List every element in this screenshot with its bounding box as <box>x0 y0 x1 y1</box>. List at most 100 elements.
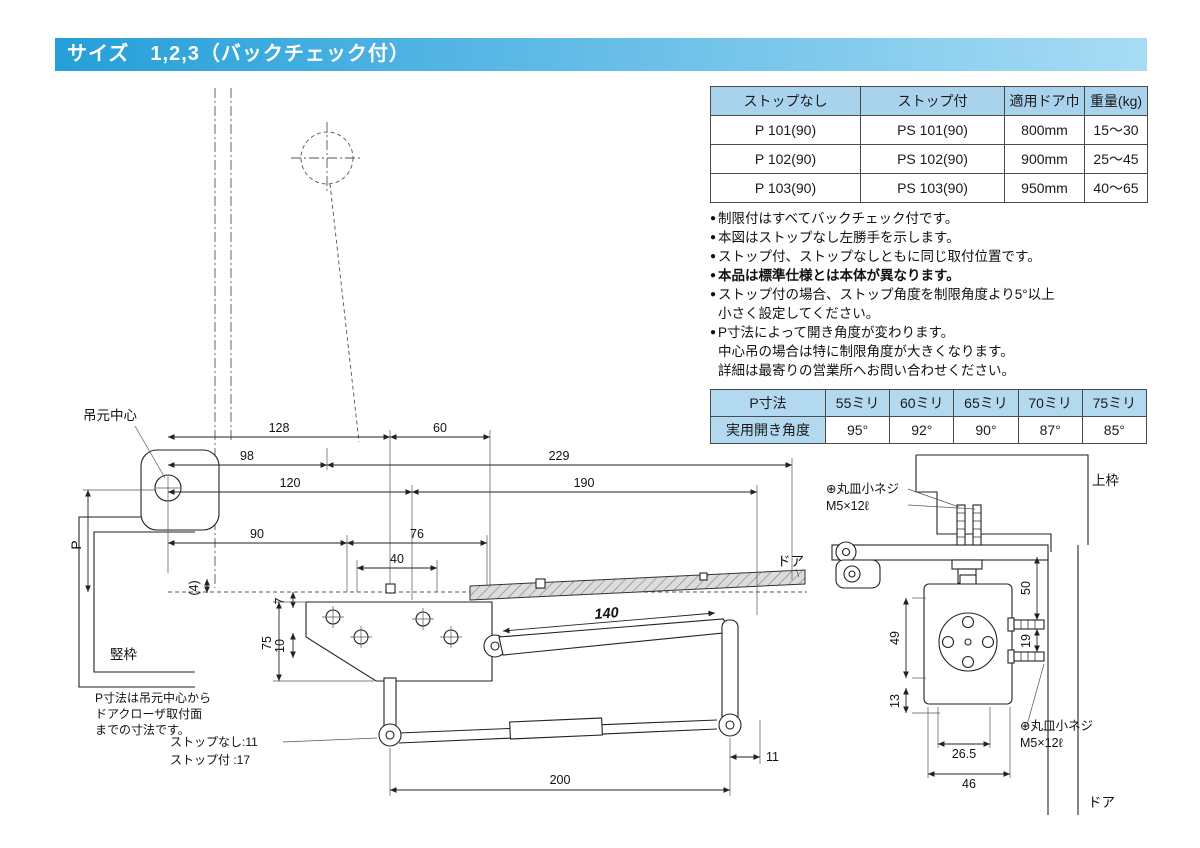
note-text: P寸法によって開き角度が変わります。 中心吊の場合は特に制限角度が大きくなります… <box>718 325 1016 378</box>
angle-col: 65ミリ <box>953 389 1019 417</box>
note-line: までの寸法です。 <box>95 723 190 737</box>
spec-header: ストップなし <box>710 86 861 116</box>
dim-50: 50 <box>1019 581 1033 595</box>
note-item: ●ストップ付の場合、ストップ角度を制限角度より5°以上 小さく設定してください。 <box>710 285 1147 323</box>
horizontal-dimensions: 128 60 98 229 120 190 90 76 40 <box>167 421 793 615</box>
angle-table: P寸法 55ミリ 60ミリ 65ミリ 70ミリ 75ミリ 実用開き角度 95° … <box>710 389 1148 444</box>
dim-60: 60 <box>433 421 447 435</box>
door-label: ドア <box>1088 795 1115 810</box>
dim-140: 140 <box>594 605 620 623</box>
spec-cell: PS 101(90) <box>860 115 1005 145</box>
spec-cell: 900mm <box>1004 144 1085 174</box>
note-text: ストップ付の場合、ストップ角度を制限角度より5°以上 小さく設定してください。 <box>718 287 1055 321</box>
dim-75: 75 <box>260 636 274 650</box>
dim-120: 120 <box>280 476 301 490</box>
angle-col: 55ミリ <box>824 389 891 417</box>
door-jamb: 竪枠 <box>78 516 195 688</box>
side-screws: ⊕丸皿小ネジ M5×12ℓ <box>1007 617 1093 750</box>
angle-row-header: 実用開き角度 <box>710 416 826 444</box>
stop-with-label: ストップ付 :17 <box>170 753 250 767</box>
hinge-center-label: 吊元中心 <box>83 408 137 423</box>
note-item: ●P寸法によって開き角度が変わります。 中心吊の場合は特に制限角度が大きくなりま… <box>710 323 1147 380</box>
stop-distance-labels: ストップなし:11 ストップ付 :17 <box>170 735 378 767</box>
p-dimension-note: P寸法は吊元中心から ドアクローザ取付面 までの寸法です。 <box>95 690 211 737</box>
dim-26-5: 26.5 <box>952 747 976 761</box>
screw-label-bottom-1: ⊕丸皿小ネジ <box>1020 719 1093 733</box>
hinge-assembly: 吊元中心 <box>83 408 220 531</box>
mounting-plate <box>831 541 1049 589</box>
angle-value-row: 実用開き角度 95° 92° 90° 87° 85° <box>710 416 1148 444</box>
angle-col: 70ミリ <box>1017 389 1083 417</box>
spec-cell: PS 102(90) <box>860 144 1005 174</box>
stop-none-label: ストップなし:11 <box>170 735 258 749</box>
dim-13: 13 <box>888 694 902 708</box>
dim-128: 128 <box>269 421 290 435</box>
screw-label-top-2: M5×12ℓ <box>826 499 869 513</box>
bullet-marker: ● <box>710 289 717 300</box>
bullet-marker: ● <box>710 327 717 338</box>
dim-46: 46 <box>962 777 976 791</box>
spec-cell: 950mm <box>1004 173 1085 203</box>
spec-header-row: ストップなし ストップ付 適用ドア巾 重量(kg) <box>710 86 1148 116</box>
dim-4: (4) <box>187 580 201 595</box>
bottom-dimensions: 200 11 <box>389 720 779 796</box>
note-text: 本図はストップなし左勝手を示します。 <box>718 230 960 245</box>
dim-90: 90 <box>250 527 264 541</box>
dim-76: 76 <box>410 527 424 541</box>
info-column: ストップなし ストップ付 適用ドア巾 重量(kg) P 101(90) PS 1… <box>710 86 1148 444</box>
bullet-marker: ● <box>710 232 717 243</box>
dim-98: 98 <box>240 449 254 463</box>
note-item: ●ストップ付、ストップなしともに同じ取付位置です。 <box>710 247 1147 266</box>
notes-list: ●制限付はすべてバックチェック付です。 ●本図はストップなし左勝手を示します。 … <box>710 209 1147 380</box>
note-line: ドアクローザ取付面 <box>95 707 202 721</box>
spec-cell: PS 103(90) <box>860 173 1005 203</box>
dim-229: 229 <box>549 449 570 463</box>
door-leaf: ドア <box>168 554 807 601</box>
dim-7: 7 <box>273 597 287 604</box>
spec-cell: 15〜30 <box>1084 115 1148 145</box>
closer-body-side <box>923 574 1013 705</box>
dim-200: 200 <box>550 773 571 787</box>
spec-header: 重量(kg) <box>1084 86 1148 116</box>
top-frame-label: 上枠 <box>1092 473 1120 488</box>
dim-P: P <box>68 540 84 549</box>
dim-11: 11 <box>766 750 779 764</box>
dim-40: 40 <box>390 552 404 566</box>
angle-col: 75ミリ <box>1081 389 1148 417</box>
bullet-marker: ● <box>710 251 717 262</box>
jamb-label: 竪枠 <box>110 647 137 662</box>
spec-cell: 40〜65 <box>1084 173 1148 203</box>
top-screws: ⊕丸皿小ネジ M5×12ℓ <box>826 482 982 546</box>
bullet-marker: ● <box>710 213 717 224</box>
angle-col: 60ミリ <box>889 389 955 417</box>
spec-row: P 102(90) PS 102(90) 900mm 25〜45 <box>710 144 1148 174</box>
spec-cell: 25〜45 <box>1084 144 1148 174</box>
note-item: ●本図はストップなし左勝手を示します。 <box>710 228 1147 247</box>
closer-body <box>305 601 507 682</box>
note-item: ●制限付はすべてバックチェック付です。 <box>710 209 1147 228</box>
side-drawing: 上枠 ドア ⊕丸皿小ネジ M5×12ℓ <box>826 454 1120 815</box>
spec-cell: 800mm <box>1004 115 1085 145</box>
swing-centerlines <box>214 88 363 588</box>
spec-cell: P 103(90) <box>710 173 861 203</box>
door-section <box>469 569 806 601</box>
dim-190: 190 <box>574 476 595 490</box>
angle-header-row: P寸法 55ミリ 60ミリ 65ミリ 70ミリ 75ミリ <box>710 389 1148 417</box>
screw-label-top-1: ⊕丸皿小ネジ <box>826 482 899 496</box>
note-text: 本品は標準仕様とは本体が異なります。 <box>718 268 960 283</box>
spec-header: ストップ付 <box>860 86 1005 116</box>
door-label: ドア <box>777 554 804 569</box>
spec-row: P 103(90) PS 103(90) 950mm 40〜65 <box>710 173 1148 203</box>
section-banner: サイズ 1,2,3（バックチェック付） <box>55 38 1147 71</box>
note-text: ストップ付、ストップなしともに同じ取付位置です。 <box>718 249 1041 264</box>
spec-table: ストップなし ストップ付 適用ドア巾 重量(kg) P 101(90) PS 1… <box>710 86 1148 203</box>
note-item: ●本品は標準仕様とは本体が異なります。 <box>710 266 1147 285</box>
note-text: 制限付はすべてバックチェック付です。 <box>718 211 959 226</box>
bullet-marker: ● <box>710 270 717 281</box>
angle-value: 85° <box>1081 416 1148 444</box>
screw-label-bottom-2: M5×12ℓ <box>1020 736 1063 750</box>
side-dimensions: 50 19 49 13 26.5 46 <box>888 557 1040 791</box>
door-section: ドア <box>1047 545 1115 815</box>
top-frame: 上枠 <box>915 454 1120 552</box>
spec-cell: P 102(90) <box>710 144 861 174</box>
